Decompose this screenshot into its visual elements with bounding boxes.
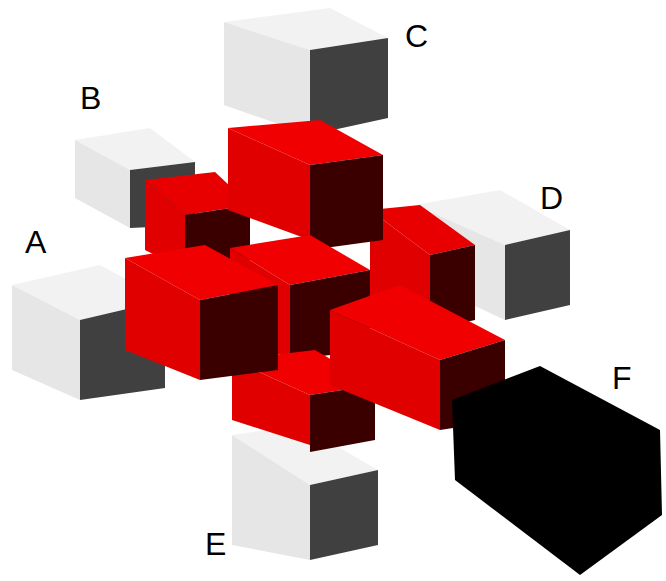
block-letter: B [80,82,101,114]
red-left [125,245,278,380]
block-letter: F [612,362,632,394]
block-letter: D [540,182,563,214]
block-letter: E [205,528,226,560]
red-top [228,120,383,250]
block-letter: A [25,226,46,258]
block-f [452,366,662,575]
block-e [232,425,378,560]
block-c [224,8,388,135]
block-letter: C [405,20,428,52]
